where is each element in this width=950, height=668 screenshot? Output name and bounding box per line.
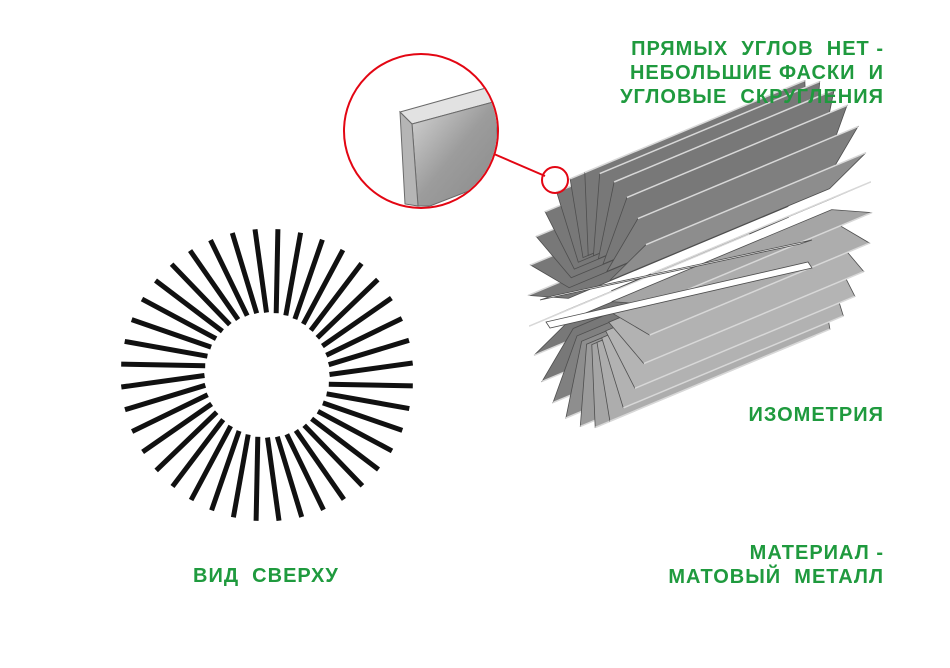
top-view-fins [120, 228, 414, 522]
top-view-fin [130, 317, 212, 350]
top-view-fin [308, 261, 364, 332]
top-view-fin [153, 278, 224, 334]
callout-leader-line [493, 153, 546, 177]
label-isometry: ИЗОМЕТРИЯ [748, 404, 884, 426]
top-view-fin [273, 229, 281, 314]
top-view-fin [283, 232, 304, 316]
top-view-fin [253, 436, 261, 521]
top-view-fin [188, 424, 233, 502]
top-view-fin [292, 238, 325, 320]
top-view-fin [322, 400, 404, 433]
isometric-fin-edge [649, 242, 870, 336]
top-view-fin [230, 434, 251, 518]
top-view-fin [229, 232, 260, 315]
top-view-fin [252, 228, 269, 313]
isometric-heatsink [527, 79, 873, 429]
top-view-fin [274, 435, 305, 518]
top-view-fin [169, 262, 232, 327]
isometric-fin-edge [650, 181, 871, 275]
isometric-fin-edge [645, 152, 867, 246]
top-view-fin [301, 248, 346, 326]
isometric-fin-edge [613, 89, 835, 183]
isometric-fin-edge [599, 80, 820, 175]
top-view-fin [310, 416, 381, 472]
isometric-fin-edge [623, 315, 844, 409]
top-view-fin [120, 373, 205, 390]
top-view-fin [326, 391, 410, 412]
top-view-fin [315, 277, 380, 340]
top-view-fin [320, 296, 393, 349]
top-view-fin [302, 423, 365, 488]
top-view-fin [124, 338, 208, 359]
top-view-fin [141, 401, 214, 454]
top-view-fin [265, 437, 282, 522]
label-material: МАТЕРИАЛ - МАТОВЫЙ МЕТАЛЛ [668, 542, 884, 588]
isometric-fin-edge [609, 328, 831, 422]
isometric-slit [545, 261, 813, 329]
top-view-fin [329, 360, 414, 377]
top-view-fin [124, 382, 207, 413]
isometric-fin-edge [626, 104, 848, 199]
top-view-fin [188, 249, 241, 322]
isometric-fin-edge [529, 233, 750, 327]
top-view-fin [208, 239, 250, 317]
top-view-fin [328, 381, 413, 389]
isometric-fin-edge [637, 125, 859, 220]
top-view-fin [121, 361, 206, 369]
isometric-fin-edge [634, 295, 856, 389]
zoom-fin-edge-left [399, 110, 419, 207]
note-no-right-angles: ПРЯМЫХ УГЛОВ НЕТ - НЕБОЛЬШИЕ ФАСКИ И УГЛ… [620, 38, 884, 108]
top-view-fin [140, 296, 218, 341]
top-view-fin [284, 433, 326, 511]
detail-callout [343, 53, 569, 209]
isometric-fin-edge [584, 79, 806, 174]
isometric-fin-edge [643, 270, 865, 365]
top-view-fin [325, 316, 403, 358]
callout-zoom-circle [343, 53, 499, 209]
top-view-fin [154, 410, 219, 473]
top-view-fin [316, 409, 394, 454]
top-view-fin [293, 428, 346, 501]
callout-marker-circle [541, 166, 569, 194]
label-top-view: ВИД СВЕРХУ [193, 565, 339, 587]
top-view-fin [170, 418, 226, 489]
top-view-fin [327, 337, 410, 368]
top-view-fin [131, 392, 209, 434]
top-view-fin [209, 430, 242, 512]
isometric-slit [539, 239, 813, 301]
